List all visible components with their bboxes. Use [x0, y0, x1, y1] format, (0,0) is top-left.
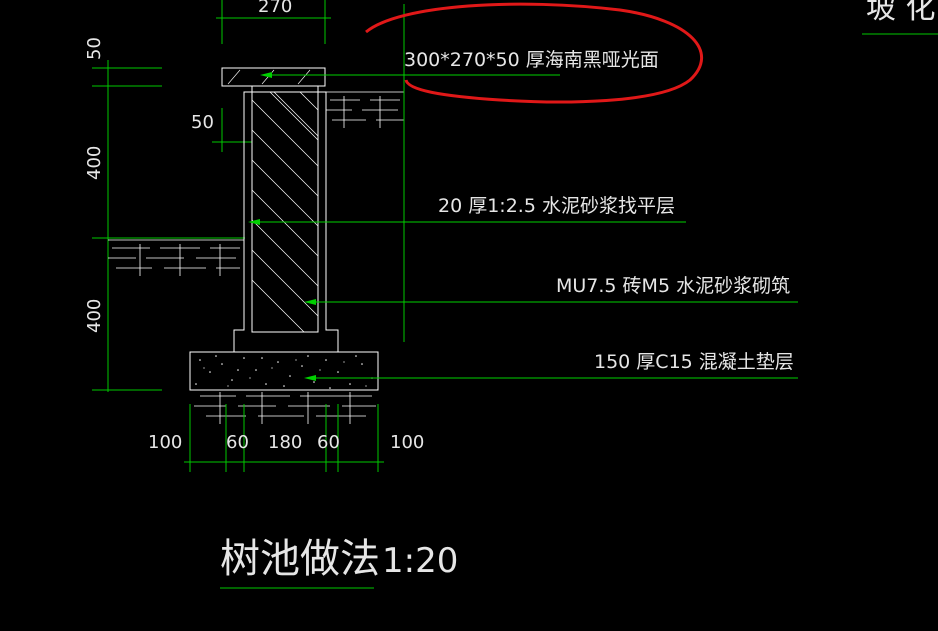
ledge-dimension: 50: [191, 108, 252, 152]
dim-bottom-right-100: 100: [390, 432, 424, 453]
left-dimensions: 50 400 400: [84, 37, 245, 392]
dim-ledge: 50: [191, 112, 214, 133]
drawing-scale: 1:20: [382, 541, 458, 581]
note-plaster-layer: 20 厚1:2.5 水泥砂浆找平层: [438, 195, 675, 217]
note-cap-stone: 300*270*50 厚海南黑哑光面: [404, 49, 659, 71]
wall-left-outline: [233, 86, 253, 352]
drawing-title: 树池做法: [220, 536, 380, 582]
leader-arrows: [248, 72, 316, 381]
concrete-speckle: [195, 355, 373, 389]
dim-bottom-left-60: 60: [226, 432, 249, 453]
note-brick-masonry: MU7.5 砖M5 水泥砂浆砌筑: [556, 275, 790, 297]
red-annotation-circle: [365, 2, 703, 104]
note-concrete-base: 150 厚C15 混凝土垫层: [594, 351, 794, 373]
wall-right-outline: [317, 86, 339, 352]
corner-partial-label: 坡 化: [866, 0, 936, 26]
dim-bottom-right-60: 60: [317, 432, 340, 453]
dim-bottom-180: 180: [268, 432, 302, 453]
dim-left-lower: 400: [84, 299, 105, 333]
wall-hatch: [252, 92, 318, 332]
top-dimension-label: 270: [258, 0, 292, 17]
dim-left-upper: 400: [84, 146, 105, 180]
concrete-pad: [189, 351, 379, 391]
bottom-dimension-lines: [184, 404, 384, 472]
cap-stone: [221, 67, 326, 87]
brick-wall: [251, 91, 319, 333]
top-dimension: 270: [216, 0, 331, 44]
dim-left-top: 50: [84, 37, 105, 60]
dim-bottom-left-100: 100: [148, 432, 182, 453]
soil-hatch: [108, 91, 404, 424]
leader-lines: [250, 74, 798, 379]
